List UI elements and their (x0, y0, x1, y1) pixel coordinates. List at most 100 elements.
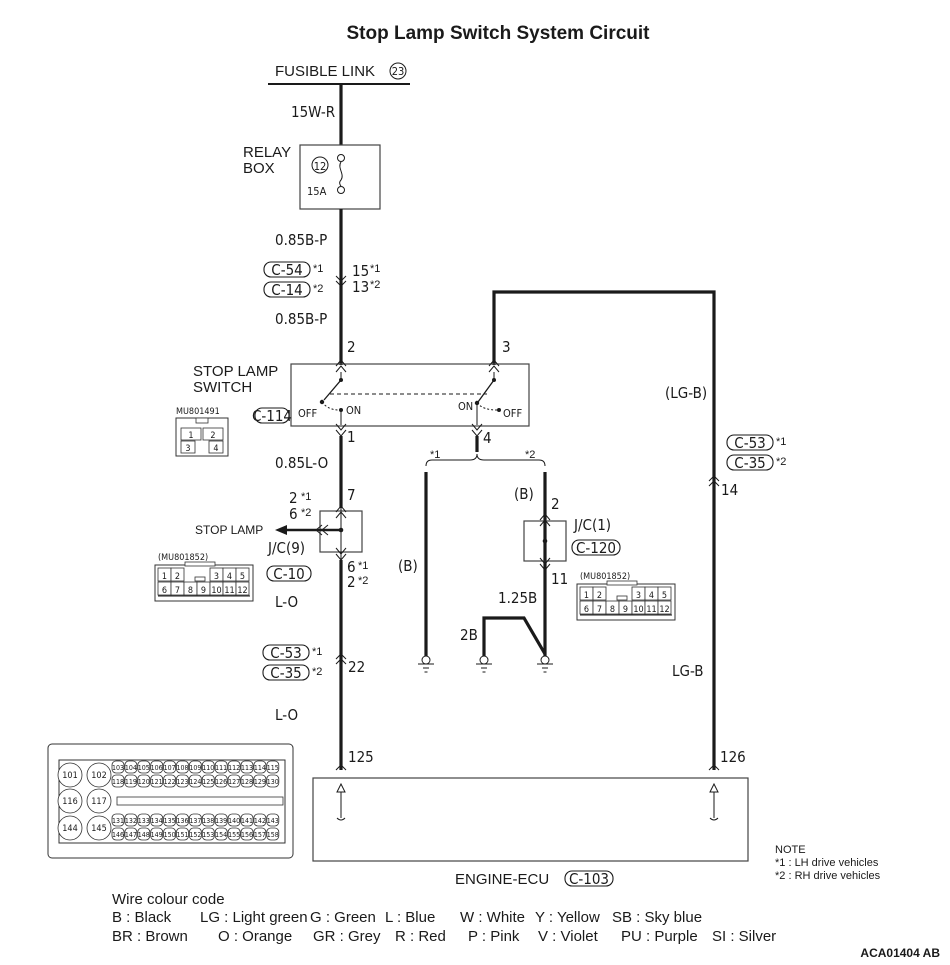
fuse-number: 12 (314, 160, 327, 173)
jc9-pin-6-star1: 6 (347, 558, 356, 576)
ecu-small-pin-label: 156 (241, 831, 253, 839)
ecu-small-pin (227, 774, 241, 788)
variant-brace (425, 453, 546, 467)
ecu-small-pin-label: 124 (189, 778, 201, 786)
jc-pin-label: 5 (662, 591, 667, 601)
jc-pin-label: 7 (597, 605, 602, 615)
switch-right-travel (476, 402, 498, 411)
stop-lamp-arrow-icon (275, 525, 287, 535)
legend-entry: L : Blue (385, 909, 435, 926)
jc-pin-label: 7 (175, 586, 180, 596)
switch-connector-pin (202, 427, 224, 441)
ecu-small-pin (201, 813, 215, 827)
jc9-pin-6-star2: 6 (289, 505, 298, 523)
ecu-small-pin (201, 760, 215, 774)
ecu-small-pin (176, 813, 189, 827)
ecu-small-pin-label: 114 (254, 764, 266, 772)
ecu-small-pin-label: 115 (267, 764, 279, 772)
star2-mark: *2 (358, 575, 368, 587)
legend-entry: V : Violet (538, 928, 599, 945)
jc-pin-label: 11 (224, 586, 234, 596)
ecu-small-pin (188, 827, 202, 841)
jc9-pin-2-star2: 2 (347, 573, 356, 591)
jc-pin (235, 567, 250, 582)
fusible-link-number-circle (389, 62, 407, 80)
ecu-small-pin-label: 149 (151, 831, 163, 839)
pin-3-arrow-icon (488, 359, 500, 373)
ecu-small-pin-label: 131 (112, 817, 124, 825)
star1-mark: *1 (776, 436, 786, 448)
ecu-small-pin (201, 774, 215, 788)
ecu-small-pin (111, 774, 125, 788)
ecu-small-pin (150, 813, 164, 827)
jc-pin (592, 586, 607, 601)
jc-pin (657, 600, 672, 615)
jc1-label: J/C(1) (573, 516, 611, 534)
relay-box-label-1: RELAY (243, 144, 291, 161)
jc-pin-label: 3 (636, 591, 641, 601)
star1-mark: *1 (358, 560, 368, 572)
switch-right-blade (477, 379, 495, 403)
legend-entry: B : Black (112, 909, 172, 926)
ecu-small-pin-label: 122 (164, 778, 176, 786)
ecu-large-pin (57, 788, 83, 814)
connector-c35-label: C-35 (734, 454, 765, 472)
connector-c53-c35-right: C-53 *1 C-35 *2 14 (708, 434, 786, 499)
joint-connector-1: 2 J/C(1) C-120 11 (MU801852) (523, 495, 630, 588)
ecu-large-pin (57, 762, 83, 788)
ecu-input-line (709, 792, 719, 821)
switch-pin-label: 3 (185, 444, 190, 454)
pin-15: 15 (352, 262, 369, 280)
fuse-icon (339, 161, 343, 187)
ecu-small-pin-label: 134 (151, 817, 163, 825)
jc-pin-label: 3 (214, 572, 219, 582)
switch-left-on-label: ON (346, 404, 361, 417)
ecu-small-pin (214, 827, 228, 841)
ecu-small-pin-label: 146 (112, 831, 124, 839)
ecu-small-pin-label: 121 (151, 778, 163, 786)
jc1-part-number: (MU801852) (580, 572, 630, 582)
ecu-small-pin (163, 813, 177, 827)
engine-ecu: 125 126 ENGINE-ECU C-103 (312, 748, 749, 888)
joint-connector-9: 7 2 *1 6 *2 STOP LAMP J/C(9) C-10 6 *1 2… (158, 486, 368, 591)
stop-lamp-label: STOP LAMP (195, 523, 263, 537)
ecu-small-pin (240, 813, 254, 827)
wire-2b (482, 616, 547, 656)
legend-entry: Y : Yellow (535, 909, 600, 926)
legend-entry: O : Orange (218, 928, 292, 945)
ecu-small-pin-label: 104 (125, 764, 137, 772)
jc-pin-label: 11 (646, 605, 656, 615)
jc-connector-latch (616, 595, 628, 601)
jc1-in-arrow-icon (539, 513, 551, 527)
ecu-small-pin-label: 152 (189, 831, 201, 839)
note-line-2: *2 : RH drive vehicles (775, 870, 881, 882)
connector-c53-label: C-53 (734, 434, 765, 452)
ecu-large-pin (86, 788, 112, 814)
ecu-small-pin-label: 112 (228, 764, 240, 772)
jc1-out-arrow-icon (539, 557, 551, 571)
ecu-small-pin (111, 827, 125, 841)
connector-c103-badge (564, 870, 614, 887)
jc-connector-latch (194, 576, 206, 582)
ecu-small-pin (137, 774, 151, 788)
ecu-small-pin (227, 760, 241, 774)
ecu-small-pin (163, 760, 177, 774)
ecu-small-pin-label: 151 (176, 831, 188, 839)
ecu-small-pin (137, 827, 151, 841)
ecu-small-pin-label: 118 (112, 778, 124, 786)
ecu-small-pin (240, 760, 254, 774)
connector-c54-c14: C-54 *1 C-14 *2 15 *1 13 *2 (263, 261, 380, 299)
ecu-small-pin (266, 760, 280, 774)
ecu-small-pin (124, 827, 138, 841)
ecu-small-pin (266, 813, 280, 827)
switch-pin-label: 1 (188, 431, 193, 441)
ecu-small-pin-label: 113 (241, 764, 253, 772)
ecu-small-pin (214, 774, 228, 788)
ecu-small-pin (188, 813, 202, 827)
ecu-small-pin (111, 813, 125, 827)
ecu-small-pin (227, 827, 241, 841)
ecu-small-pin (163, 774, 177, 788)
